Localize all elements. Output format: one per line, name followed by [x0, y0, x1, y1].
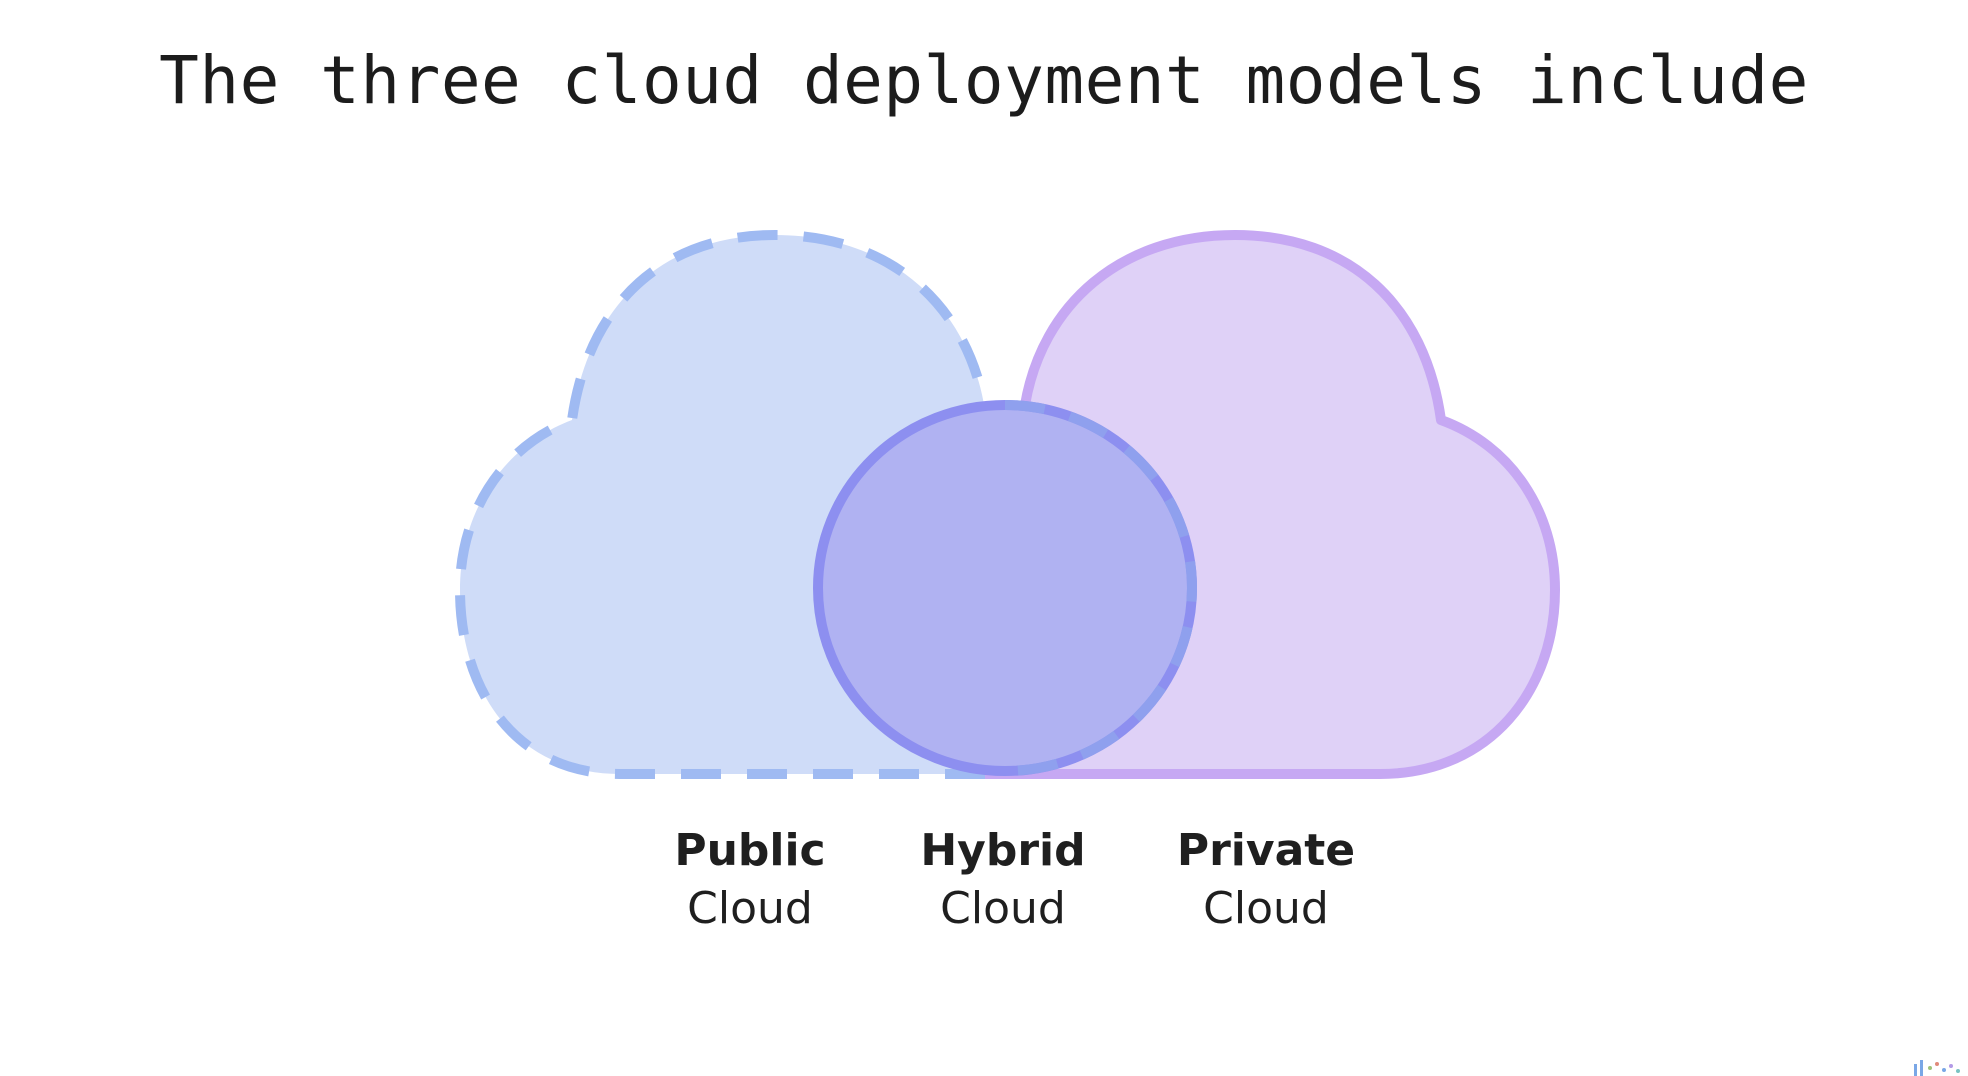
public-cloud-label: Public Cloud [630, 822, 870, 938]
slide-title: The three cloud deployment models includ… [159, 42, 1809, 119]
hybrid-cloud-label: Hybrid Cloud [883, 822, 1123, 938]
hybrid-cloud-label-line2: Cloud [940, 883, 1066, 934]
private-cloud-label-line2: Cloud [1203, 883, 1329, 934]
public-cloud-label-line1: Public [674, 825, 826, 876]
public-cloud-label-line2: Cloud [687, 883, 813, 934]
hybrid-cloud-label-line1: Hybrid [920, 825, 1086, 876]
private-cloud-label: Private Cloud [1146, 822, 1386, 938]
private-cloud-label-line1: Private [1176, 825, 1356, 876]
hybrid-dashed-edge [1004, 400, 1197, 776]
brand-logo-icon [1914, 1060, 1960, 1076]
